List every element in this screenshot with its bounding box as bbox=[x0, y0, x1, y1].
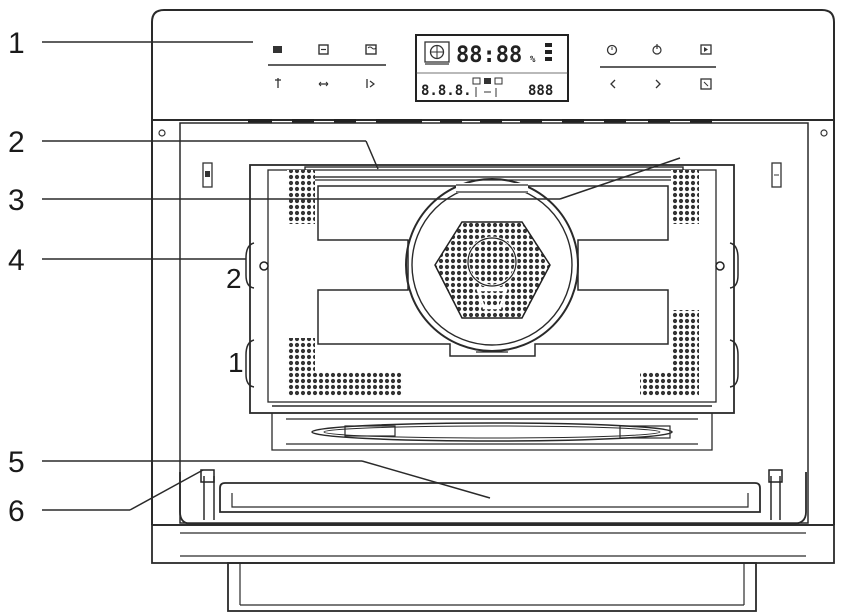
mesh-vents bbox=[287, 170, 699, 396]
rack-level-2: 2 bbox=[226, 263, 242, 294]
weight-icon[interactable] bbox=[275, 78, 281, 88]
panel-vents bbox=[248, 119, 712, 123]
lcd-display: 88:88 % 8.8.8. 888 bbox=[415, 34, 569, 102]
callout-5: 5 bbox=[8, 446, 25, 479]
drip-tray bbox=[219, 482, 761, 513]
convection-fan-cover bbox=[405, 178, 579, 353]
lcd-bottom-right-digits: 888 bbox=[528, 83, 553, 99]
rear-wall-plate bbox=[317, 185, 669, 357]
start-icon[interactable] bbox=[700, 44, 712, 55]
defrost-icon[interactable] bbox=[318, 81, 329, 87]
stop-icon[interactable] bbox=[700, 78, 712, 90]
lcd-mode-icons bbox=[472, 77, 503, 97]
rack-level-1: 1 bbox=[228, 347, 244, 378]
oven-cavity bbox=[245, 164, 739, 451]
callout-6: 6 bbox=[8, 495, 25, 528]
lcd-bottom-left-digits: 8.8.8. bbox=[421, 83, 472, 99]
door-latch-right bbox=[771, 162, 782, 188]
right-arrow-icon[interactable] bbox=[655, 79, 661, 89]
lcd-top-digits: 88:88 bbox=[456, 43, 522, 68]
right-control-group bbox=[600, 44, 716, 90]
callout-2: 2 bbox=[8, 126, 25, 159]
microwave-icon[interactable] bbox=[365, 44, 377, 55]
fan-icon bbox=[424, 41, 450, 65]
door-seal-area bbox=[151, 469, 835, 612]
cavity-floor bbox=[271, 405, 713, 451]
door-hook-right bbox=[768, 469, 783, 520]
grill-icon[interactable] bbox=[273, 46, 282, 53]
frame-screw-right bbox=[820, 129, 828, 137]
clock-icon[interactable] bbox=[606, 44, 618, 56]
lcd-top-unit: % bbox=[530, 55, 536, 65]
control-panel: 88:88 % 8.8.8. 888 bbox=[151, 9, 835, 123]
left-control-group bbox=[268, 44, 386, 88]
door-hook-left bbox=[200, 469, 215, 520]
callout-1: 1 bbox=[8, 27, 25, 60]
combi-icon[interactable] bbox=[366, 79, 375, 88]
bottom-drawer bbox=[227, 562, 757, 612]
left-arrow-icon[interactable] bbox=[610, 79, 616, 89]
door-latch-left bbox=[202, 162, 213, 188]
convection-icon[interactable] bbox=[318, 44, 329, 55]
base-strip bbox=[151, 524, 835, 564]
callout-4: 4 bbox=[8, 244, 25, 277]
oven-frame bbox=[151, 120, 835, 525]
callout-3: 3 bbox=[8, 184, 25, 217]
level-bars-icon bbox=[545, 43, 552, 61]
rack-guide-right bbox=[715, 242, 739, 388]
callout-leaders bbox=[42, 41, 681, 511]
power-level-icon[interactable] bbox=[652, 44, 662, 55]
rack-guide-left bbox=[245, 242, 269, 388]
frame-screw-left bbox=[158, 129, 166, 137]
